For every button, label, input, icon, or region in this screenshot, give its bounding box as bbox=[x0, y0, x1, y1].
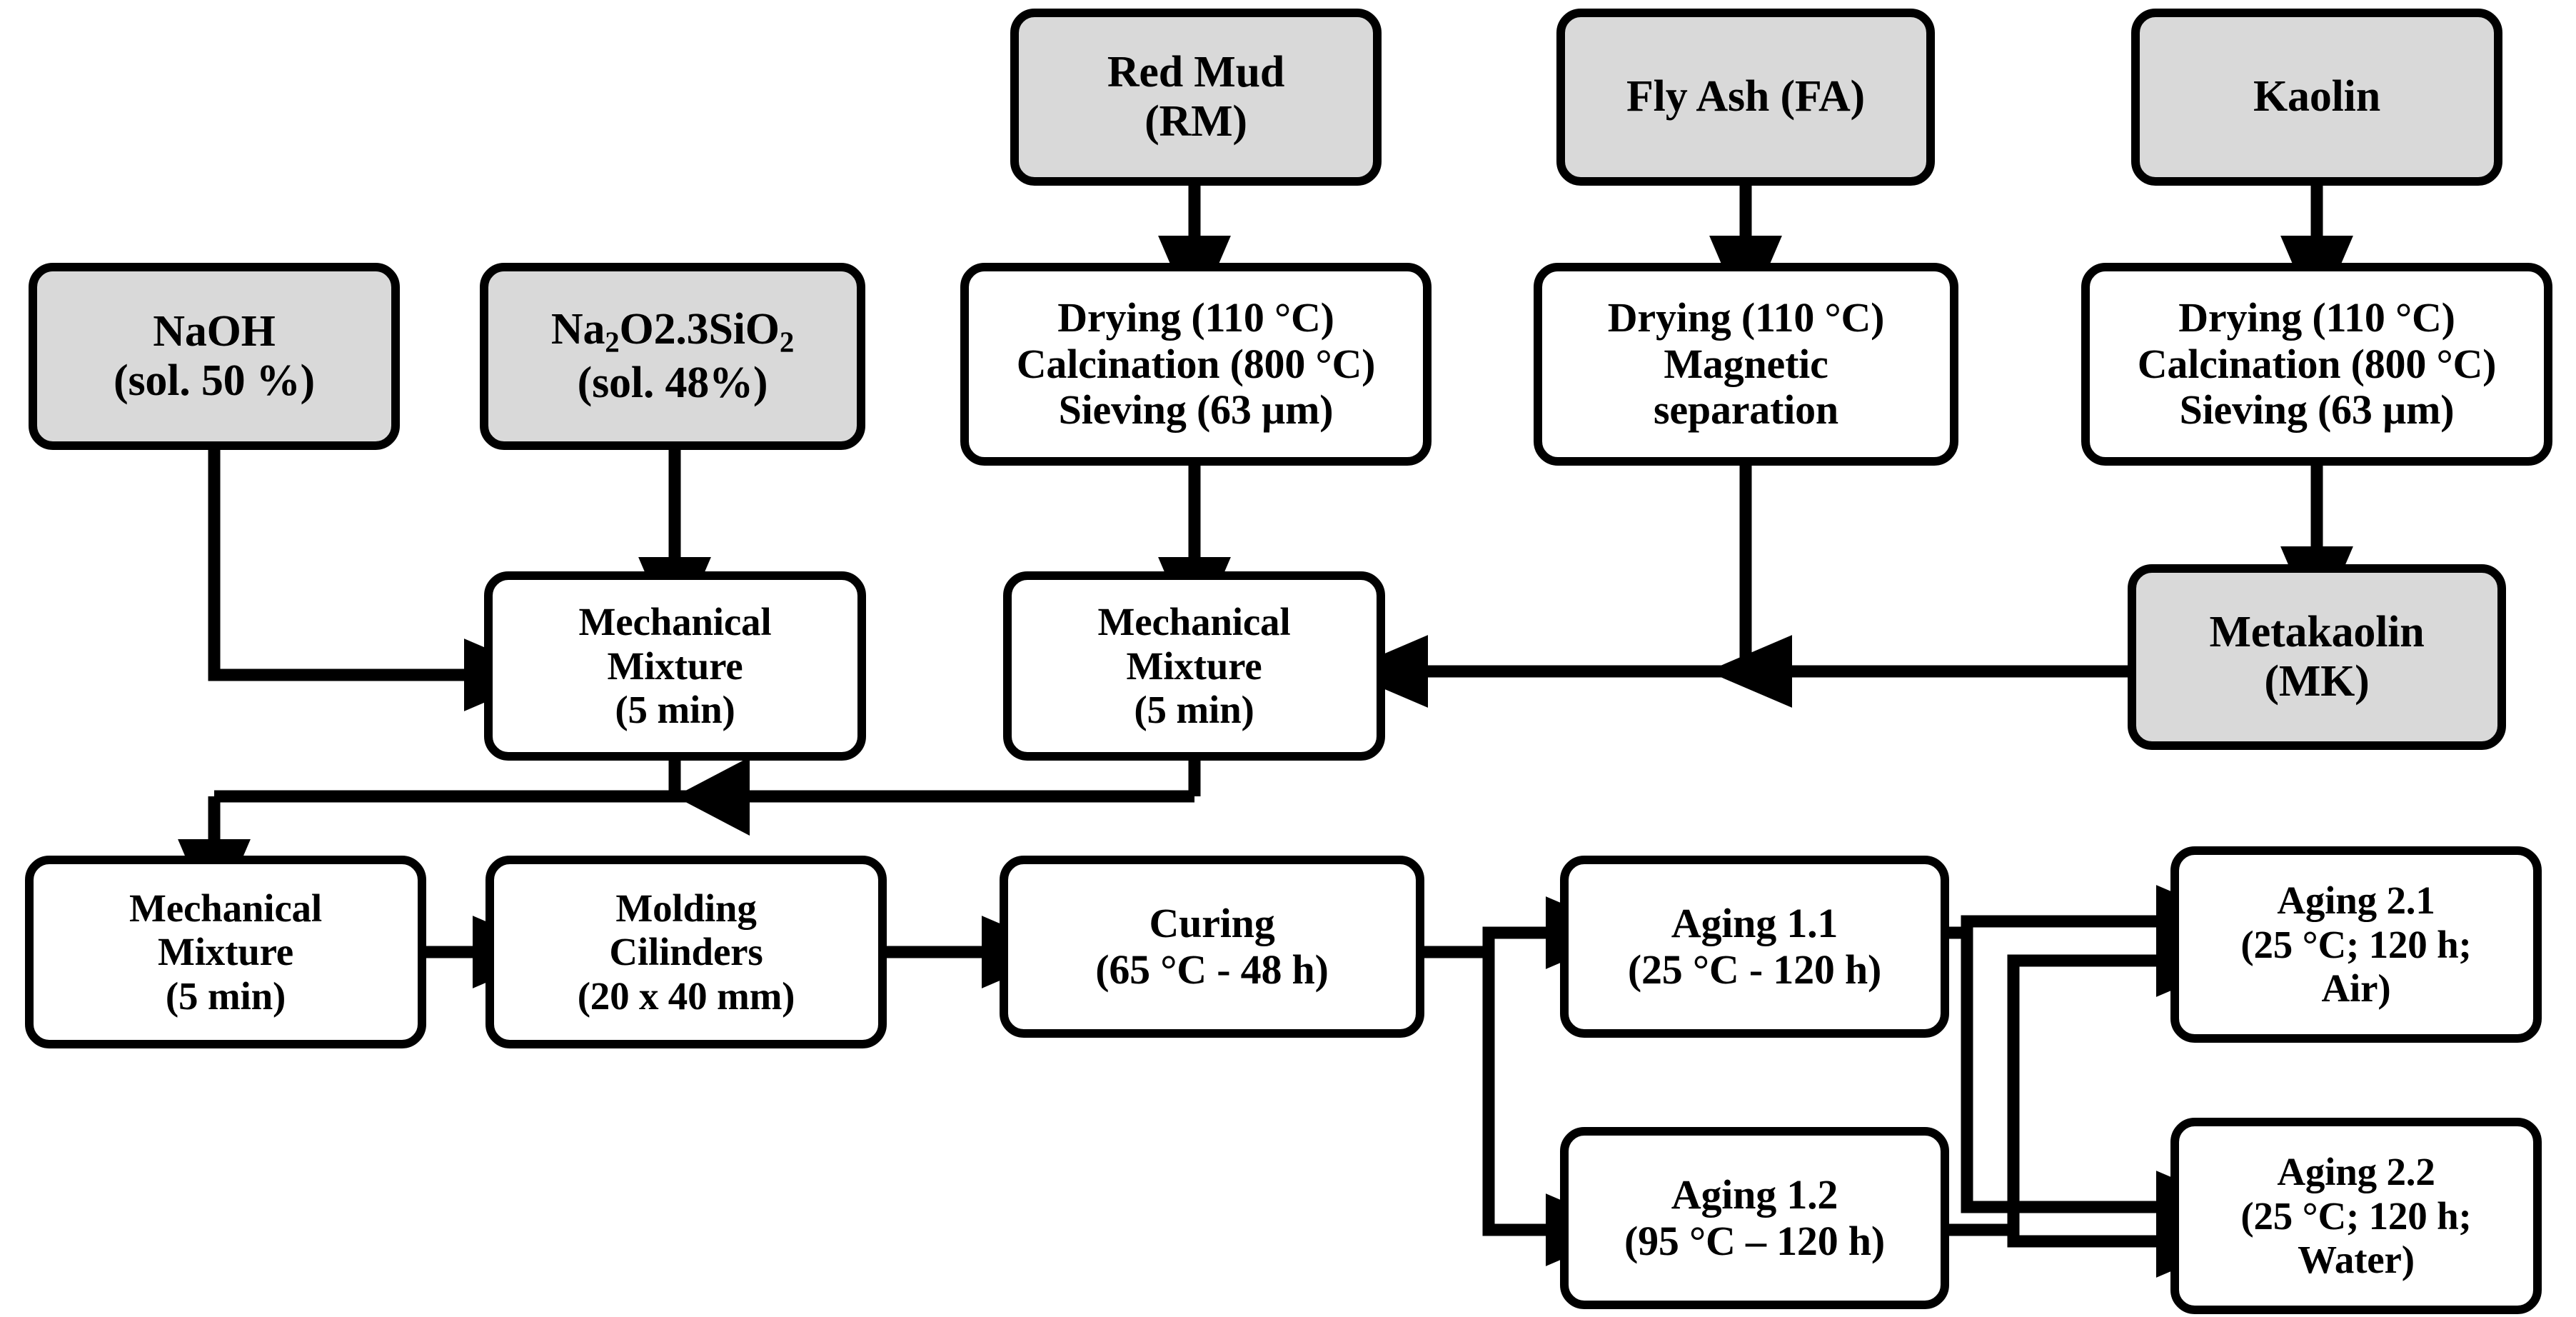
node-aging-1-2-line-1: Aging 1.2 bbox=[1671, 1171, 1838, 1218]
node-aging-2-1-line-1: Aging 2.1 bbox=[2277, 878, 2435, 923]
node-curing-line-2: (65 °C - 48 h) bbox=[1095, 946, 1329, 993]
node-red-mud-treatment-calcination: Calcination (800 °C) bbox=[1016, 340, 1376, 387]
node-naoh-line-2: (sol. 50 %) bbox=[114, 356, 315, 405]
node-aging-2-2[interactable]: Aging 2.2 (25 °C; 120 h; Water) bbox=[2170, 1118, 2542, 1314]
node-mix-activator-time: (5 min) bbox=[615, 688, 735, 732]
node-molding-line-2: Cilinders bbox=[609, 930, 763, 974]
node-molding-line-1: Molding bbox=[615, 886, 757, 930]
node-fly-ash-line-1: Fly Ash (FA) bbox=[1626, 72, 1865, 121]
node-metakaolin-line-1: Metakaolin bbox=[2209, 607, 2425, 656]
node-fly-ash-treatment-magnetic: Magnetic bbox=[1664, 340, 1828, 387]
node-red-mud-line-2: (RM) bbox=[1144, 97, 1247, 146]
node-molding-size: (20 x 40 mm) bbox=[577, 973, 795, 1018]
edge-aging12-to-aging21 bbox=[2007, 924, 2241, 1230]
node-kaolin-treatment-drying: Drying (110 °C) bbox=[2178, 294, 2455, 341]
node-mix-final-time: (5 min) bbox=[165, 973, 286, 1018]
node-fly-ash-treatment-drying: Drying (110 °C) bbox=[1607, 294, 1885, 341]
node-metakaolin-line-2: (MK) bbox=[2264, 657, 2370, 706]
edge-fatreat-to-mixsolid bbox=[1343, 466, 1752, 708]
node-red-mud-line-1: Red Mud bbox=[1107, 47, 1285, 96]
node-aging-2-2-line-1: Aging 2.2 bbox=[2277, 1150, 2435, 1194]
node-aging-2-2-line-3: Water) bbox=[2298, 1238, 2415, 1282]
node-aging-1-1-line-1: Aging 1.1 bbox=[1671, 899, 1838, 946]
node-mix-solids-time: (5 min) bbox=[1134, 688, 1254, 732]
node-red-mud-treatment[interactable]: Drying (110 °C) Calcination (800 °C) Sie… bbox=[960, 263, 1432, 466]
node-sodium-silicate[interactable]: Na2O2.3SiO2 (sol. 48%) bbox=[480, 263, 865, 450]
node-mix-solids-mixture: Mixture bbox=[1126, 644, 1262, 688]
node-mix-final-mech: Mechanical bbox=[129, 886, 322, 930]
node-naoh-line-1: NaOH bbox=[153, 306, 276, 356]
node-red-mud-treatment-drying: Drying (110 °C) bbox=[1057, 294, 1334, 341]
node-kaolin-treatment-calcination: Calcination (800 °C) bbox=[2137, 340, 2497, 387]
merge-bus-arrowhead bbox=[675, 757, 750, 836]
node-mechanical-mixture-activator[interactable]: Mechanical Mixture (5 min) bbox=[484, 571, 866, 761]
node-aging-2-1-line-3: Air) bbox=[2321, 966, 2391, 1011]
node-fly-ash[interactable]: Fly Ash (FA) bbox=[1556, 9, 1935, 186]
edge-curing-split-down bbox=[1482, 952, 1631, 1266]
node-sodium-silicate-line-2: (sol. 48%) bbox=[577, 358, 768, 407]
node-mechanical-mixture-solids[interactable]: Mechanical Mixture (5 min) bbox=[1003, 571, 1385, 761]
node-fly-ash-treatment[interactable]: Drying (110 °C) Magnetic separation bbox=[1534, 263, 1958, 466]
node-red-mud[interactable]: Red Mud (RM) bbox=[1010, 9, 1382, 186]
node-aging-2-1-line-2: (25 °C; 120 h; bbox=[2240, 922, 2472, 966]
node-aging-2-2-line-2: (25 °C; 120 h; bbox=[2240, 1193, 2472, 1238]
node-kaolin[interactable]: Kaolin bbox=[2131, 9, 2502, 186]
node-mix-activator-mixture: Mixture bbox=[607, 644, 743, 688]
node-kaolin-treatment-sieving: Sieving (63 µm) bbox=[2179, 386, 2455, 434]
node-mechanical-mixture-final[interactable]: Mechanical Mixture (5 min) bbox=[25, 856, 426, 1048]
edge-aging11-to-aging22 bbox=[1961, 933, 2241, 1243]
node-aging-1-2-line-2: (95 °C – 120 h) bbox=[1624, 1217, 1885, 1264]
node-mix-activator-mech: Mechanical bbox=[578, 600, 772, 644]
node-aging-2-1[interactable]: Aging 2.1 (25 °C; 120 h; Air) bbox=[2170, 846, 2542, 1043]
node-aging-1-1[interactable]: Aging 1.1 (25 °C - 120 h) bbox=[1560, 856, 1949, 1038]
node-curing[interactable]: Curing (65 °C - 48 h) bbox=[1000, 856, 1424, 1038]
node-fly-ash-treatment-separation: separation bbox=[1653, 386, 1838, 434]
edge-curing-split-up bbox=[1424, 896, 1631, 969]
node-mix-final-mixture: Mixture bbox=[157, 930, 294, 974]
node-molding[interactable]: Molding Cilinders (20 x 40 mm) bbox=[485, 856, 887, 1048]
node-aging-1-2[interactable]: Aging 1.2 (95 °C – 120 h) bbox=[1560, 1127, 1949, 1309]
edge-naoh-to-mixact bbox=[208, 450, 549, 711]
node-kaolin-line-1: Kaolin bbox=[2253, 72, 2380, 121]
edge-aging11-to-aging21 bbox=[1928, 885, 2241, 958]
node-naoh[interactable]: NaOH (sol. 50 %) bbox=[29, 263, 400, 450]
node-kaolin-treatment[interactable]: Drying (110 °C) Calcination (800 °C) Sie… bbox=[2081, 263, 2552, 466]
node-red-mud-treatment-sieving: Sieving (63 µm) bbox=[1058, 386, 1334, 434]
node-curing-line-1: Curing bbox=[1149, 899, 1275, 946]
node-metakaolin[interactable]: Metakaolin (MK) bbox=[2128, 564, 2506, 750]
edge-aging12-to-aging22 bbox=[1928, 1205, 2241, 1278]
node-mix-solids-mech: Mechanical bbox=[1097, 600, 1291, 644]
node-aging-1-1-line-2: (25 °C - 120 h) bbox=[1627, 946, 1882, 993]
node-sodium-silicate-formula: Na2O2.3SiO2 bbox=[550, 304, 795, 359]
